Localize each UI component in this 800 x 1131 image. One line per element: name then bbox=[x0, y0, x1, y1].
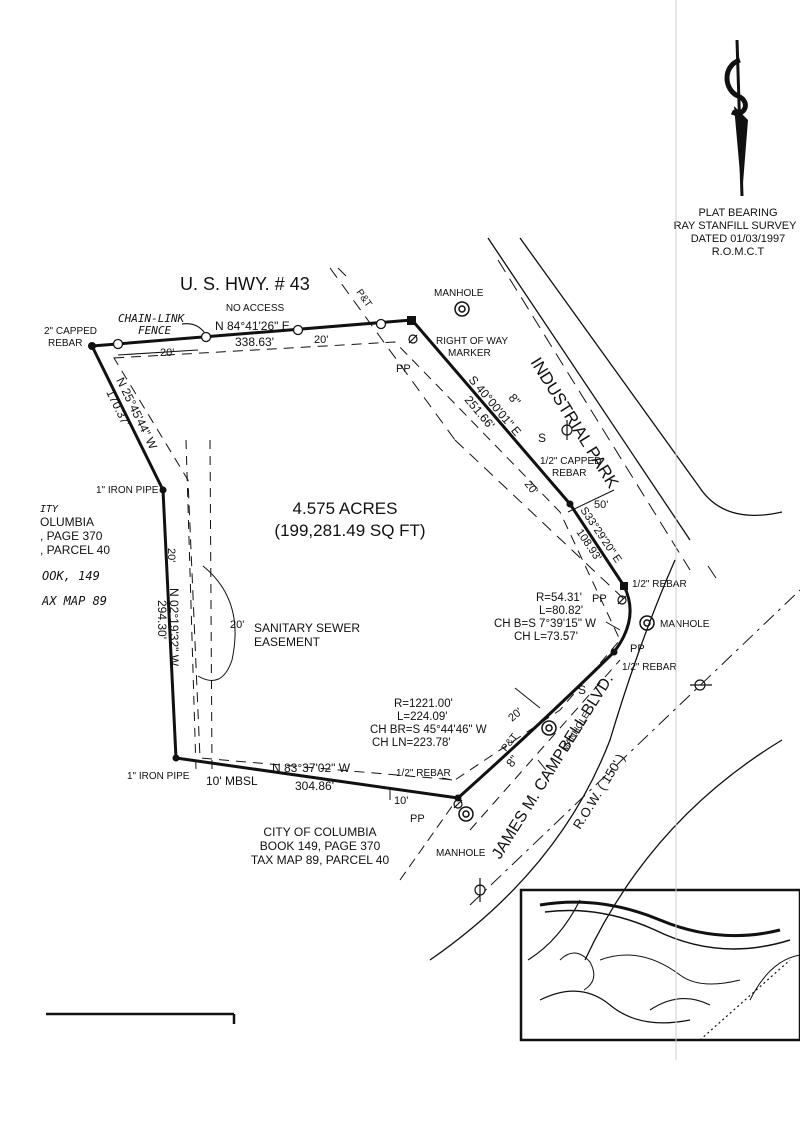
iron-pipe-west-label: 1" IRON PIPE bbox=[96, 485, 159, 496]
easement-leader bbox=[197, 565, 236, 681]
adjoiner-owner: CITY OF COLUMBIA bbox=[263, 825, 376, 839]
curve-2-length: L=224.09' bbox=[397, 711, 447, 723]
row-dim-fifty: 50' bbox=[594, 499, 608, 511]
power-pole-label-east: PP bbox=[592, 593, 607, 605]
manhole-label-east: MANHOLE bbox=[660, 619, 710, 630]
fence-note: FENCE bbox=[138, 324, 171, 337]
manhole-label-south: MANHOLE bbox=[436, 848, 486, 859]
north-line-bearing: N 84°41'26" E bbox=[215, 319, 290, 333]
sewer-size-label-north: 8" bbox=[506, 391, 524, 408]
adjoiner-tax-map: TAX MAP 89, PARCEL 40 bbox=[251, 853, 390, 867]
plat-bearing-record: R.O.M.C.T bbox=[712, 246, 765, 258]
no-access-label: NO ACCESS bbox=[226, 303, 285, 314]
plat-bearing-date: DATED 01/03/1997 bbox=[691, 233, 786, 245]
pt-line-label-north: P&T bbox=[354, 287, 374, 309]
setback-line bbox=[113, 341, 621, 781]
setback-dim-north-2: 20' bbox=[314, 334, 328, 346]
west-line-bearing: N 02°19'32" W bbox=[167, 588, 181, 667]
easement-dim-west: 20' bbox=[165, 548, 177, 562]
campbell-blvd-label: JAMES M. CAMPBELL BLVD. bbox=[489, 671, 617, 862]
plat-bearing-surveyor: RAY STANFILL SURVEY I bbox=[674, 220, 800, 232]
rebar-se-label: 1/2" REBAR bbox=[622, 662, 677, 673]
sewer-label-south: S bbox=[578, 683, 586, 697]
vicinity-map-inset bbox=[519, 888, 800, 1042]
acreage-label: 4.575 ACRES bbox=[293, 499, 398, 518]
sewer-label-north: S bbox=[538, 431, 546, 445]
centerline-icon bbox=[474, 420, 712, 902]
mbsl-label: 10' MBSL bbox=[206, 774, 258, 788]
easement-label-2: EASEMENT bbox=[254, 635, 321, 649]
west-line-distance: 294.30' bbox=[155, 600, 169, 639]
power-pole-label-south: PP bbox=[410, 813, 425, 825]
capped-rebar-nw-label: 2" CAPPED bbox=[44, 326, 97, 337]
easement-width-label: 20' bbox=[230, 619, 244, 631]
utility-line bbox=[329, 267, 717, 831]
setback-dim-east: 20' bbox=[522, 478, 540, 497]
adjoiner-book: BOOK 149, PAGE 370 bbox=[260, 839, 381, 853]
adjoiner-left-1: ITY bbox=[40, 504, 59, 515]
curve-1-radius: R=54.31' bbox=[536, 592, 582, 604]
square-feet-label: (199,281.49 SQ FT) bbox=[274, 521, 425, 540]
plat-bearing-title: PLAT BEARING bbox=[698, 207, 777, 219]
monument-icons bbox=[88, 316, 628, 802]
adjoiner-left-4: , PARCEL 40 bbox=[40, 543, 110, 557]
setback-dim-southeast: 20' bbox=[506, 706, 525, 724]
plat-bearing-note: PLAT BEARING RAY STANFILL SURVEY I DATED… bbox=[674, 207, 800, 258]
row-marker-label: RIGHT OF WAY bbox=[436, 336, 508, 347]
power-pole-icons bbox=[408, 334, 627, 809]
capped-rebar-east-label: 1/2" CAPPED bbox=[540, 456, 601, 467]
curve-2-data: R=1221.00' L=224.09' CH BR=S 45°44'46" W… bbox=[370, 698, 487, 749]
north-arrow-icon bbox=[724, 39, 748, 197]
adjoiner-left-partial: ITY OLUMBIA , PAGE 370 , PARCEL 40 OOK, … bbox=[40, 504, 110, 608]
curve-1-length: L=80.82' bbox=[539, 605, 583, 617]
fence-leader bbox=[181, 323, 205, 333]
fence-post-icons bbox=[112, 318, 387, 350]
manhole-icons bbox=[454, 301, 655, 822]
rebar-east-label: 1/2" REBAR bbox=[632, 579, 687, 590]
adjoiner-left-2: OLUMBIA bbox=[40, 515, 94, 529]
property-boundary bbox=[90, 318, 632, 800]
setback-dim-south: 10' bbox=[394, 795, 408, 807]
us-hwy-label: U. S. HWY. # 43 bbox=[180, 274, 310, 294]
sewer-easement-lines bbox=[185, 439, 213, 771]
curve-1-chord-length: CH L=73.57' bbox=[514, 631, 578, 643]
curve-1-chord-bearing: CH B=S 7°39'15" W bbox=[494, 618, 596, 630]
south-line-distance: 304.86' bbox=[295, 779, 334, 793]
dimension-arrows bbox=[117, 349, 621, 800]
capped-rebar-nw-label-2: REBAR bbox=[48, 338, 82, 349]
rebar-south-label: 1/2" REBAR bbox=[396, 768, 451, 779]
campbell-blvd-road bbox=[399, 559, 800, 961]
campbell-row-label: R.O.W. ( 150' ) bbox=[570, 751, 628, 832]
power-pole-label-north: PP bbox=[396, 363, 411, 375]
bottom-rule bbox=[46, 1012, 236, 1024]
manhole-label-north: MANHOLE bbox=[434, 288, 484, 299]
iron-pipe-sw-label: 1" IRON PIPE bbox=[127, 771, 190, 782]
north-line-distance: 338.63' bbox=[235, 335, 274, 349]
setback-dim-north: 20' bbox=[160, 347, 174, 359]
row-marker-label-2: MARKER bbox=[448, 348, 491, 359]
adjoiner-left-6: AX MAP 89 bbox=[41, 594, 107, 608]
curve-2-radius: R=1221.00' bbox=[394, 698, 453, 710]
curve-2-chord-length: CH LN=223.78' bbox=[372, 737, 451, 749]
capped-rebar-east-label-2: REBAR bbox=[552, 468, 586, 479]
industrial-park-road bbox=[487, 237, 783, 571]
adjoiner-city-columbia: CITY OF COLUMBIA BOOK 149, PAGE 370 TAX … bbox=[251, 825, 390, 867]
curve-1-data: R=54.31' L=80.82' CH B=S 7°39'15" W CH L… bbox=[494, 592, 596, 643]
curve-2-chord-bearing: CH BR=S 45°44'46" W bbox=[370, 724, 487, 736]
adjoiner-left-3: , PAGE 370 bbox=[40, 529, 103, 543]
power-pole-label-se: PP bbox=[630, 643, 645, 655]
south-line-bearing: N 83°37'02" W bbox=[272, 761, 351, 775]
chain-link-note: CHAIN-LINK bbox=[118, 312, 186, 325]
easement-label-1: SANITARY SEWER bbox=[254, 621, 360, 635]
adjoiner-left-5: OOK, 149 bbox=[42, 569, 100, 583]
